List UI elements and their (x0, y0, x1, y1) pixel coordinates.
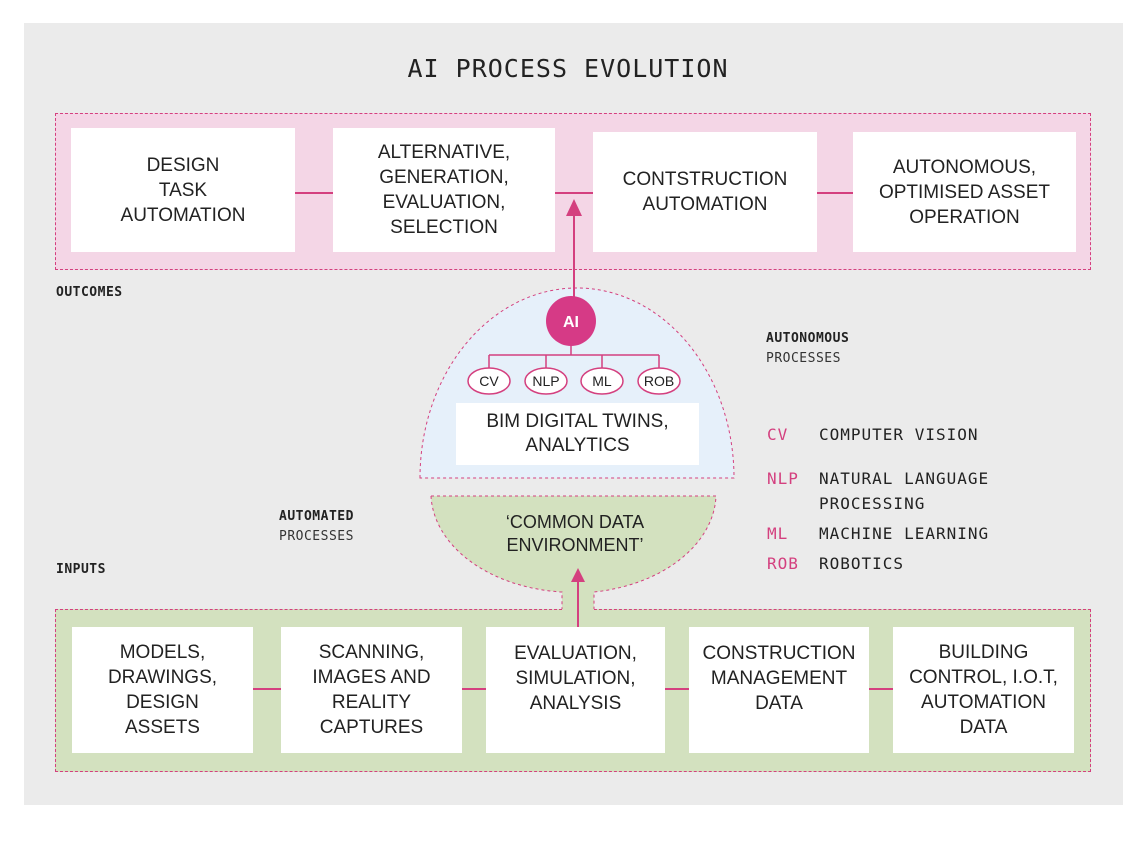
ai-node (546, 296, 596, 346)
arrowhead-icon (571, 568, 585, 582)
cv-node-label: CV (479, 373, 499, 389)
autonomous-processes-label: AUTONOMOUS PROCESSES (766, 329, 849, 369)
outcome-box-alternative-generation: ALTERNATIVE, GENERATION, EVALUATION, SEL… (333, 128, 555, 252)
legend-text-ml: MACHINE LEARNING (819, 524, 990, 543)
nlp-node-label: NLP (532, 373, 559, 389)
input-box-evaluation-simulation: EVALUATION, SIMULATION, ANALYSIS (486, 627, 665, 753)
ml-node-label: ML (592, 373, 612, 389)
automated-bold: AUTOMATED (279, 509, 354, 524)
cde-bowl (431, 496, 716, 612)
input-box-scanning-images: SCANNING, IMAGES AND REALITY CAPTURES (281, 627, 462, 753)
outcome-box-design-automation: DESIGN TASK AUTOMATION (71, 128, 295, 252)
input-box-building-control: BUILDING CONTROL, I.O.T, AUTOMATION DATA (893, 627, 1074, 753)
autonomous-bold: AUTONOMOUS (766, 331, 850, 346)
automated-text: PROCESSES (279, 529, 354, 544)
input-box-models-drawings: MODELS, DRAWINGS, DESIGN ASSETS (72, 627, 253, 753)
cv-node (467, 367, 511, 395)
ml-node (580, 367, 624, 395)
legend-abbr-rob: ROB (767, 554, 799, 573)
legend-text-cv: COMPUTER VISION (819, 425, 979, 444)
outcome-box-construction-automation: CONTSTRUCTION AUTOMATION (593, 132, 817, 252)
legend-text-nlp: NATURAL LANGUAGE PROCESSING (819, 469, 990, 513)
legend-abbr-cv: CV (767, 425, 789, 444)
diagram-title: AI PROCESS EVOLUTION (407, 54, 729, 83)
common-data-environment-label: ‘COMMON DATA ENVIRONMENT’ (505, 512, 645, 555)
rob-node (637, 367, 681, 395)
ai-node-label: AI (563, 314, 579, 331)
legend-text-rob: ROBOTICS (819, 554, 905, 573)
legend-abbr-ml: ML (767, 524, 789, 543)
outcomes-label: OUTCOMES (56, 285, 123, 300)
bim-digital-twins-box: BIM DIGITAL TWINS, ANALYTICS (456, 403, 699, 465)
inputs-label: INPUTS (56, 562, 106, 577)
nlp-node (524, 367, 568, 395)
automated-processes-label: AUTOMATED PROCESSES (279, 507, 354, 547)
rob-node-label: ROB (644, 373, 674, 389)
outcome-box-autonomous-operation: AUTONOMOUS, OPTIMISED ASSET OPERATION (853, 132, 1076, 252)
autonomous-text: PROCESSES (766, 351, 841, 366)
input-box-construction-management: CONSTRUCTION MANAGEMENT DATA (689, 627, 869, 753)
legend-abbr-nlp: NLP (767, 469, 799, 488)
arrowhead-icon (566, 199, 582, 216)
